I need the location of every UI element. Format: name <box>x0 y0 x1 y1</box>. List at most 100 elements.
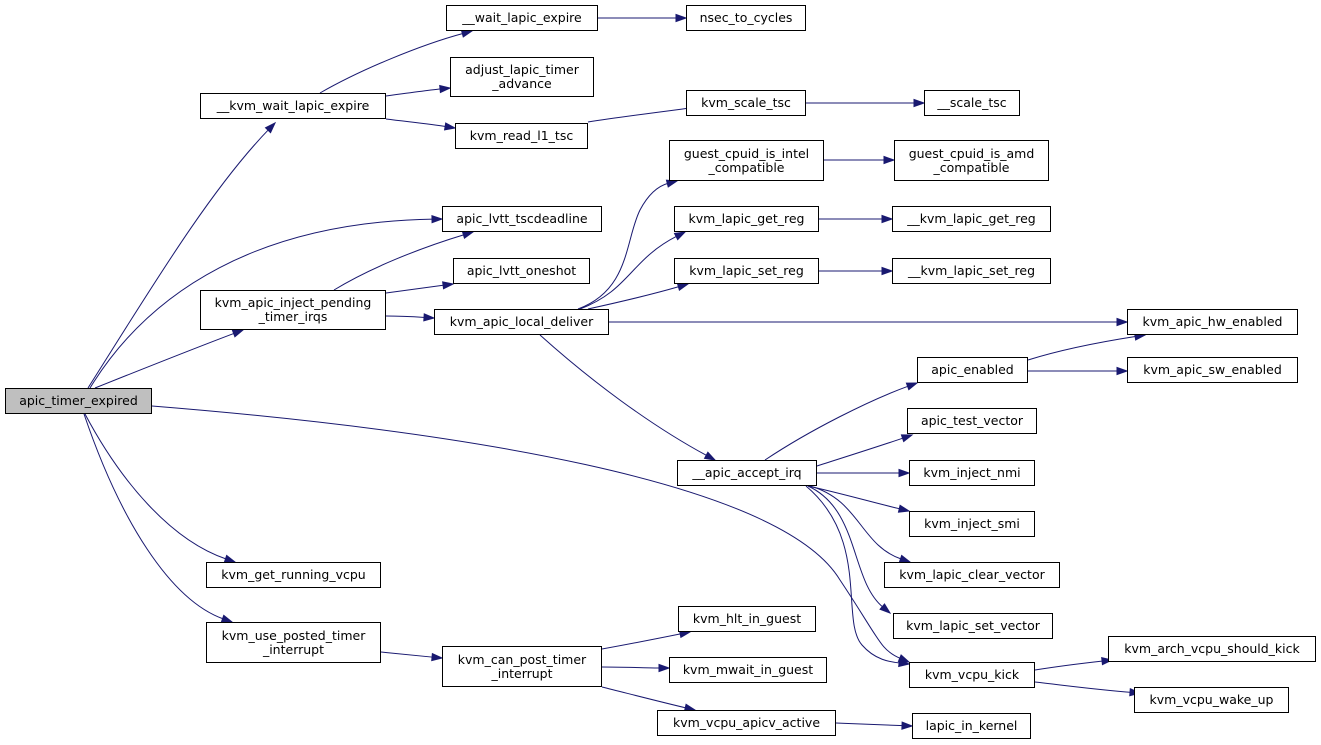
edge-__apic_accept_irq-to-kvm_inject_smi <box>807 485 911 513</box>
edge-kvm_can_post_timer_interrupt-to-kvm_hlt_in_guest <box>601 629 692 650</box>
node-kvm-mwait-in-guest[interactable]: kvm_mwait_in_guest <box>669 657 827 683</box>
edge-line <box>601 633 682 650</box>
edge-arrowhead <box>442 281 455 290</box>
node-nsec-to-cycles[interactable]: nsec_to_cycles <box>686 5 806 31</box>
edge-line <box>601 686 687 709</box>
edge-line <box>89 218 434 389</box>
edge-line <box>385 284 445 294</box>
edge-kvm_lapic_get_reg-to-__kvm_lapic_get_reg <box>818 214 894 224</box>
edge-__apic_accept_irq-to-kvm_inject_nmi <box>817 468 911 478</box>
edge-kvm_vcpu_kick-to-kvm_vcpu_wake_up <box>1034 681 1142 697</box>
edge-line <box>385 118 447 128</box>
node-apic-timer-expired[interactable]: apic_timer_expired <box>5 388 152 414</box>
edge-line <box>539 334 708 457</box>
edge-apic_enabled-to-kvm_apic_sw_enabled <box>1027 366 1129 376</box>
edge-arrowhead <box>1116 366 1129 376</box>
node-kvm-apic-sw-enabled[interactable]: kvm_apic_sw_enabled <box>1127 357 1298 383</box>
node-kvm-lapic-set-reg[interactable]: __kvm_lapic_set_reg <box>892 258 1051 284</box>
edge-line <box>835 722 904 727</box>
node-guest-cpuid-is-amd-compatible[interactable]: guest_cpuid_is_amd _compatible <box>894 140 1049 181</box>
edge-line <box>1034 660 1104 671</box>
edge-line <box>1027 335 1137 361</box>
node-kvm-lapic-get-reg[interactable]: __kvm_lapic_get_reg <box>892 206 1051 232</box>
edge-arrowhead <box>665 179 679 188</box>
edge-line <box>807 485 884 608</box>
edge-arrowhead <box>431 652 444 662</box>
node-kvm-scale-tsc[interactable]: kvm_scale_tsc <box>686 90 806 116</box>
edge-line <box>805 485 901 664</box>
node-kvm-lapic-clear-vector[interactable]: kvm_lapic_clear_vector <box>884 562 1060 588</box>
edge-arrowhead <box>898 658 911 668</box>
edge-kvm_vcpu_kick-to-kvm_arch_vcpu_should_kick <box>1034 656 1114 671</box>
edge-arrowhead <box>231 329 245 338</box>
edge-arrowhead <box>220 614 234 623</box>
node-apic-accept-irq[interactable]: __apic_accept_irq <box>677 460 817 486</box>
edge-__apic_accept_irq-to-kvm_vcpu_kick <box>805 485 911 668</box>
node-kvm-lapic-set-reg[interactable]: kvm_lapic_set_reg <box>674 258 819 284</box>
edge-kvm_apic_local_deliver-to-kvm_lapic_get_reg <box>579 231 687 310</box>
edge-kvm_apic_local_deliver-to-kvm_apic_hw_enabled <box>609 317 1129 327</box>
edge-arrowhead <box>881 266 894 276</box>
edge-arrowhead <box>898 468 911 478</box>
edge-kvm_apic_inject_pending_timer_irqs-to-kvm_apic_local_deliver <box>385 313 436 322</box>
edge-line <box>385 88 442 97</box>
node-kvm-lapic-set-vector[interactable]: kvm_lapic_set_vector <box>893 613 1053 639</box>
edge-line <box>83 413 224 620</box>
node-lapic-in-kernel[interactable]: lapic_in_kernel <box>912 713 1031 739</box>
edge-line <box>807 485 901 510</box>
edge-line <box>385 315 426 318</box>
node-kvm-get-running-vcpu[interactable]: kvm_get_running_vcpu <box>206 562 381 588</box>
node-kvm-apic-hw-enabled[interactable]: kvm_apic_hw_enabled <box>1127 309 1298 335</box>
edge-kvm_use_posted_timer_interrupt-to-kvm_can_post_timer_interrupt <box>380 651 444 662</box>
edge-arrowhead <box>1101 656 1114 666</box>
edge-line <box>816 437 904 467</box>
node-apic-lvtt-tscdeadline[interactable]: apic_lvtt_tscdeadline <box>442 206 602 232</box>
edge-line <box>94 332 235 389</box>
edge-kvm_can_post_timer_interrupt-to-kvm_mwait_in_guest <box>601 663 671 673</box>
node-kvm-lapic-get-reg[interactable]: kvm_lapic_get_reg <box>674 206 819 232</box>
edge-arrowhead <box>881 214 894 224</box>
edge-line <box>809 485 902 560</box>
edge-apic_timer_expired-to-kvm_apic_inject_pending_timer_irqs <box>94 329 245 389</box>
node-apic-test-vector[interactable]: apic_test_vector <box>907 408 1037 434</box>
node-scale-tsc[interactable]: __scale_tsc <box>924 90 1020 116</box>
node-kvm-vcpu-kick[interactable]: kvm_vcpu_kick <box>909 662 1035 688</box>
edge-arrowhead <box>264 121 277 134</box>
edge-arrowhead <box>703 451 717 461</box>
node-apic-enabled[interactable]: apic_enabled <box>917 357 1028 383</box>
node-kvm-hlt-in-guest[interactable]: kvm_hlt_in_guest <box>678 606 816 632</box>
node-wait-lapic-expire[interactable]: __wait_lapic_expire <box>446 5 598 31</box>
edge-arrowhead <box>658 663 671 673</box>
node-kvm-wait-lapic-expire[interactable]: __kvm_wait_lapic_expire <box>200 93 386 119</box>
edge-kvm_can_post_timer_interrupt-to-kvm_vcpu_apicv_active <box>601 686 697 712</box>
edge-arrowhead <box>673 231 687 241</box>
edge-line <box>84 413 227 560</box>
node-kvm-apic-local-deliver[interactable]: kvm_apic_local_deliver <box>434 309 609 335</box>
edge-arrowhead <box>1116 317 1129 327</box>
node-kvm-vcpu-apicv-active[interactable]: kvm_vcpu_apicv_active <box>657 710 836 736</box>
node-kvm-inject-nmi[interactable]: kvm_inject_nmi <box>909 460 1035 486</box>
node-kvm-can-post-timer-interrupt[interactable]: kvm_can_post_timer _interrupt <box>442 646 602 687</box>
edge-line <box>579 235 678 310</box>
edge-apic_timer_expired-to-kvm_use_posted_timer_interrupt <box>83 413 234 623</box>
edge-kvm_vcpu_apicv_active-to-lapic_in_kernel <box>835 721 914 730</box>
edge-arrowhead <box>905 382 919 391</box>
edge-arrowhead <box>439 84 452 94</box>
node-adjust-lapic-timer-advance[interactable]: adjust_lapic_timer _advance <box>450 57 594 97</box>
node-kvm-read-l1-tsc[interactable]: kvm_read_l1_tsc <box>455 123 588 149</box>
node-kvm-use-posted-timer-interrupt[interactable]: kvm_use_posted_timer _interrupt <box>206 622 381 663</box>
edge-arrowhead <box>461 231 475 240</box>
node-apic-lvtt-oneshot[interactable]: apic_lvtt_oneshot <box>453 258 590 284</box>
edge-kvm_lapic_set_reg-to-__kvm_lapic_set_reg <box>818 266 894 276</box>
edge-arrowhead <box>913 98 926 108</box>
node-kvm-arch-vcpu-should-kick[interactable]: kvm_arch_vcpu_should_kick <box>1108 636 1316 662</box>
edge-line <box>587 286 680 310</box>
edge-arrowhead <box>443 122 457 131</box>
node-guest-cpuid-is-intel-compatible[interactable]: guest_cpuid_is_intel _compatible <box>669 140 824 181</box>
edge-kvm_apic_local_deliver-to-kvm_lapic_set_reg <box>587 282 690 310</box>
node-kvm-vcpu-wake-up[interactable]: kvm_vcpu_wake_up <box>1134 687 1289 713</box>
node-kvm-inject-smi[interactable]: kvm_inject_smi <box>909 511 1035 537</box>
edge-arrowhead <box>897 504 911 513</box>
node-kvm-apic-inject-pending-timer-irqs[interactable]: kvm_apic_inject_pending _timer_irqs <box>200 290 386 330</box>
edge-arrowhead <box>901 721 914 730</box>
